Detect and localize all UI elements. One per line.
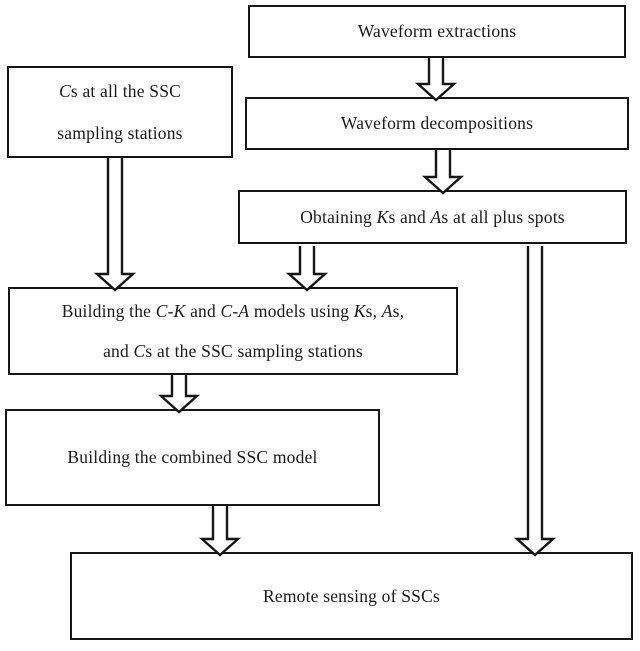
box-label: Building the combined SSC model xyxy=(67,447,318,467)
box-building-ck-ca-models: Building the C-K and C-A models using Ks… xyxy=(8,287,458,375)
arrow-obtaining-to-building-ck xyxy=(285,246,329,292)
box-label-line2: sampling stations xyxy=(57,122,183,143)
box-obtaining-ks-as: Obtaining Ks and As at all plus spots xyxy=(238,190,627,244)
box-label-line1: Building the C-K and C-A models using Ks… xyxy=(61,300,405,321)
box-waveform-decompositions: Waveform decompositions xyxy=(245,97,629,150)
arrow-obtaining-to-remote-sensing xyxy=(513,246,557,557)
arrow-building-ck-to-combined xyxy=(157,375,201,414)
box-waveform-extractions: Waveform extractions xyxy=(248,5,626,58)
box-label: Waveform extractions xyxy=(357,21,517,41)
box-label: Waveform decompositions xyxy=(340,113,534,133)
box-building-combined-ssc-model: Building the combined SSC model xyxy=(5,409,380,506)
box-cs-at-ssc-sampling-stations: Cs at all the SSC sampling stations xyxy=(7,66,233,158)
box-remote-sensing-of-sscs: Remote sensing of SSCs xyxy=(70,552,633,640)
arrow-cs-to-building-ck xyxy=(93,158,137,292)
arrow-combined-to-remote-sensing xyxy=(198,506,242,557)
box-label: Remote sensing of SSCs xyxy=(263,585,440,606)
arrow-decompositions-to-obtaining xyxy=(421,150,465,195)
box-label-line2: and Cs at the SSC sampling stations xyxy=(103,340,363,361)
box-label-line1: Cs at all the SSC xyxy=(58,80,182,101)
arrow-extractions-to-decompositions xyxy=(414,58,458,102)
box-label: Obtaining Ks and As at all plus spots xyxy=(300,206,565,227)
